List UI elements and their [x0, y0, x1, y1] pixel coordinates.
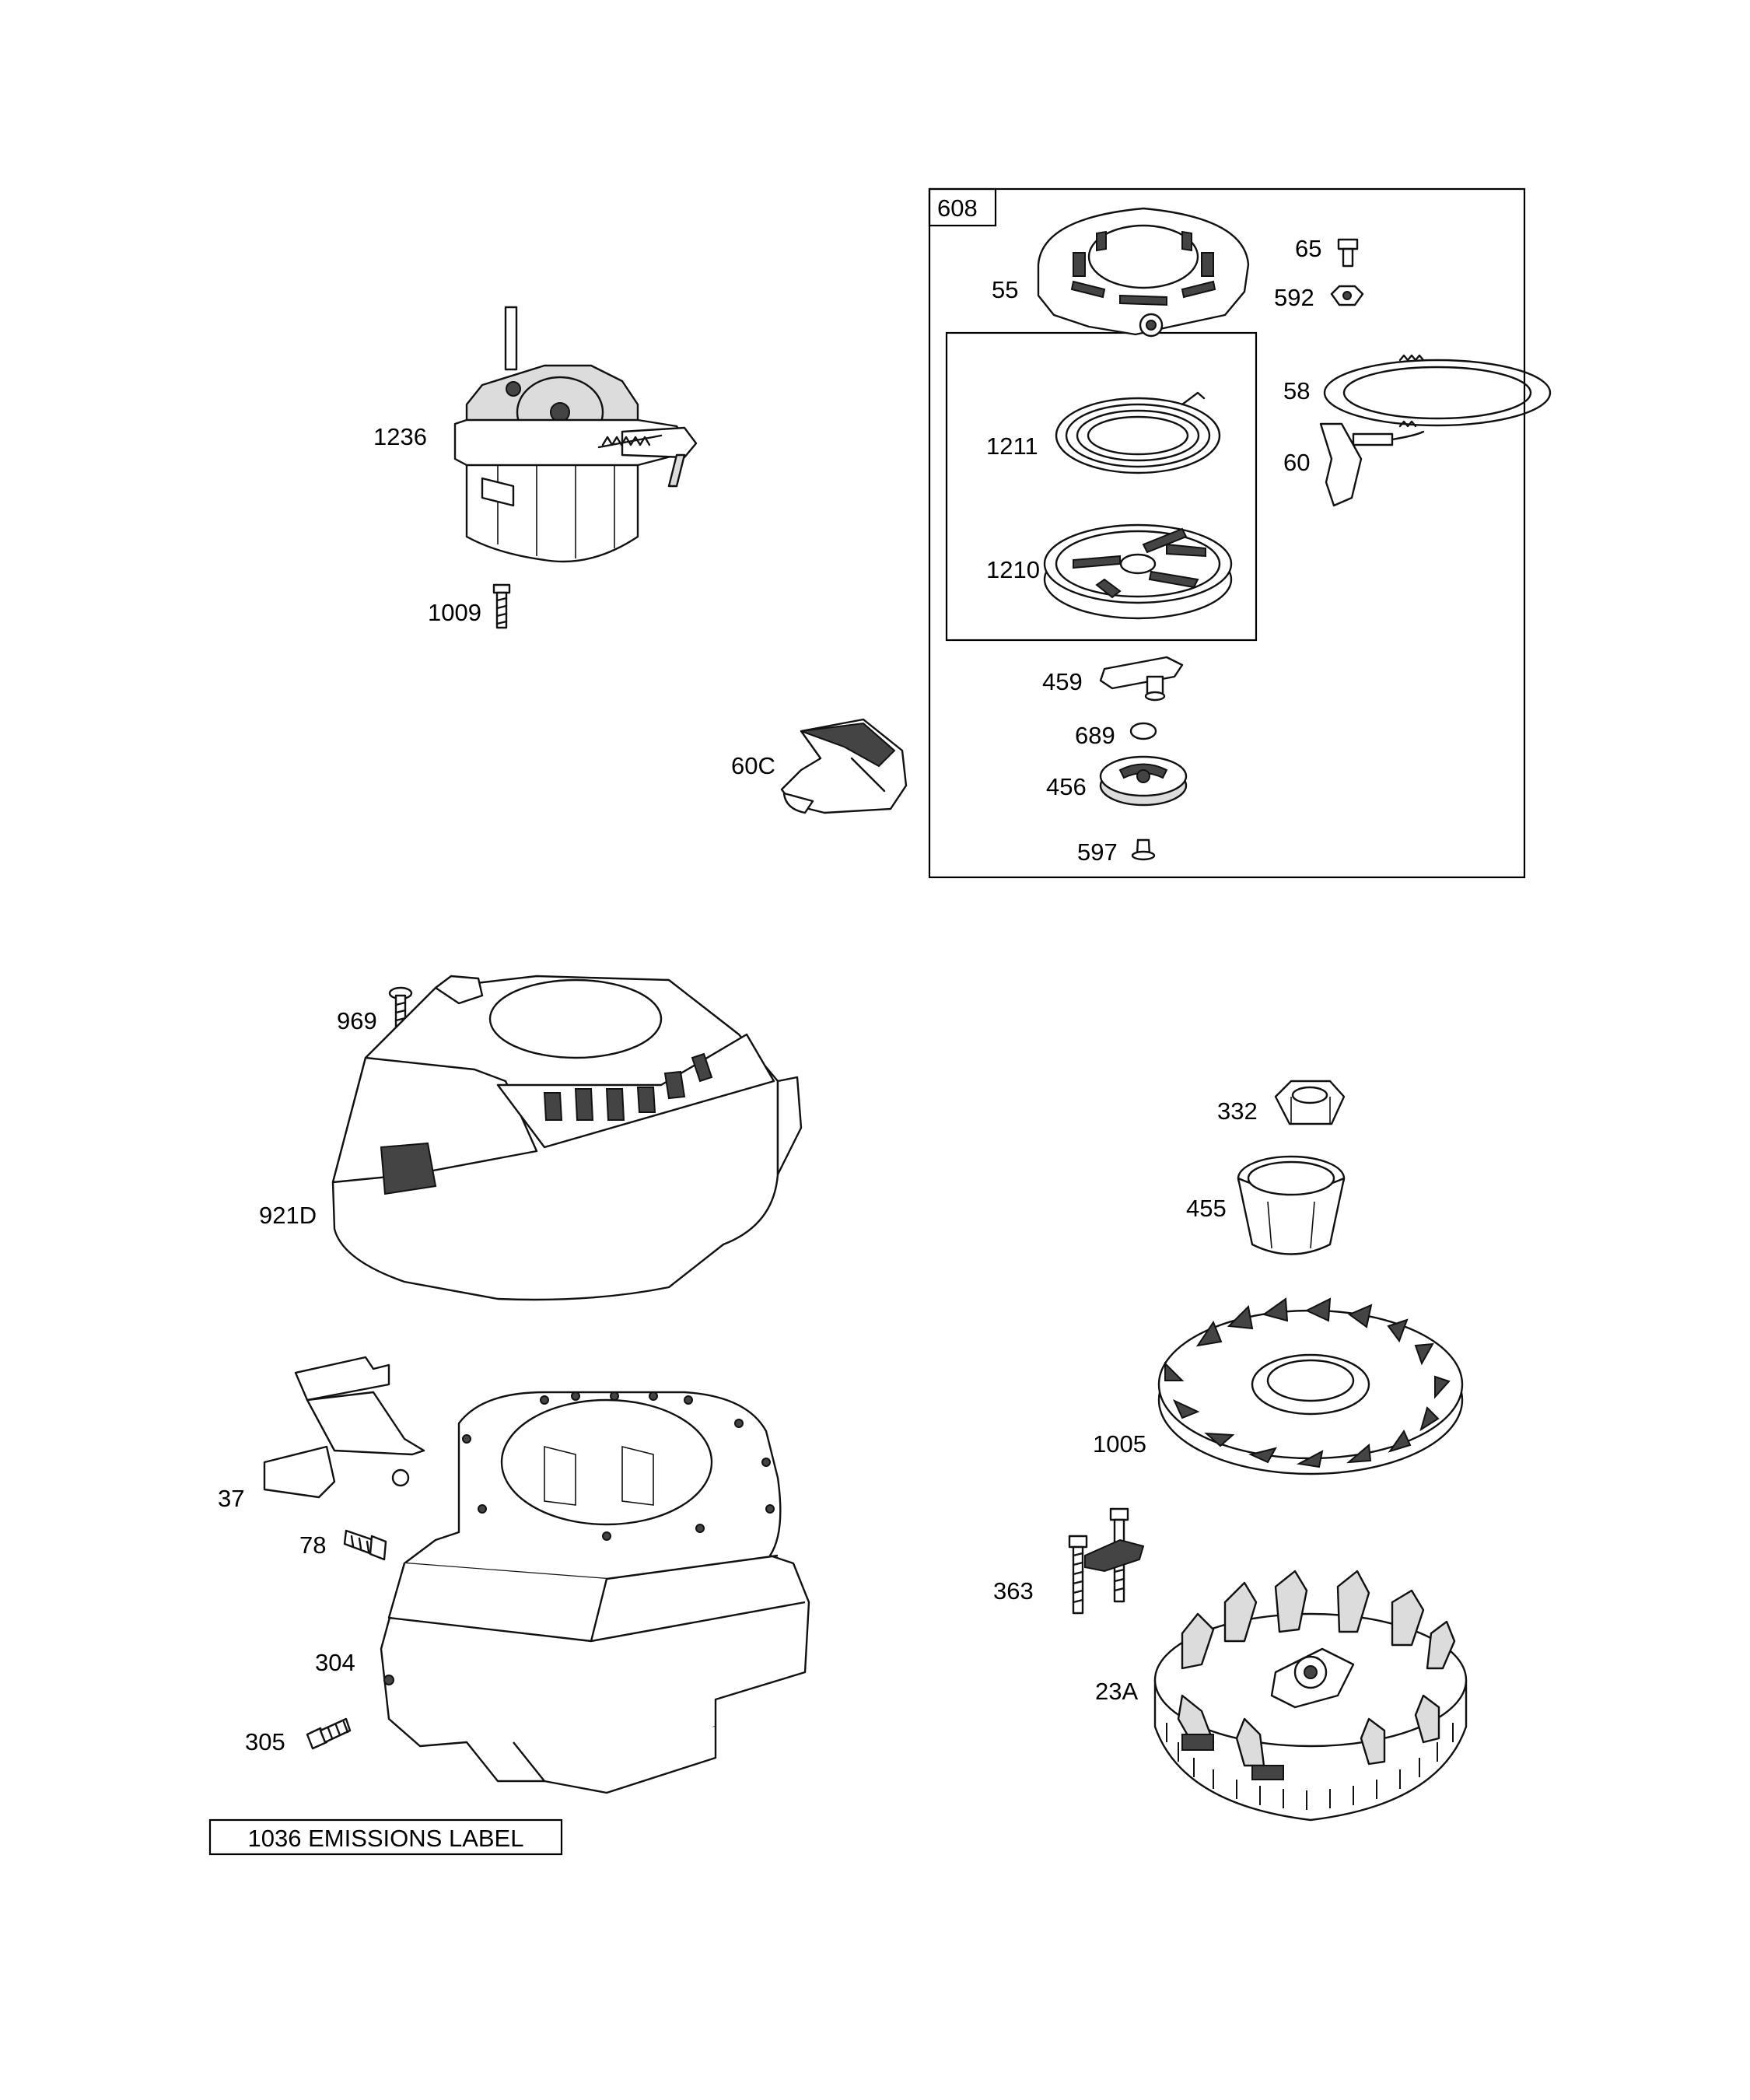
- callout-60c: 60C: [731, 752, 775, 779]
- starter-cup-455: [1237, 1155, 1346, 1255]
- callout-37: 37: [218, 1485, 244, 1512]
- callout-78: 78: [299, 1531, 326, 1559]
- air-baffle-37: [263, 1356, 425, 1499]
- retainer-ring-689: [1129, 722, 1157, 740]
- blower-housing-304: [380, 1391, 810, 1794]
- pulley-1210: [1043, 523, 1233, 620]
- callout-455: 455: [1186, 1195, 1227, 1222]
- starter-motor-1236: [453, 306, 698, 563]
- callout-55: 55: [992, 276, 1018, 303]
- callout-60: 60: [1283, 449, 1310, 476]
- retainer-456: [1099, 755, 1188, 807]
- callout-65: 65: [1295, 235, 1321, 262]
- screw-597: [1131, 838, 1156, 861]
- handle-60: [1319, 422, 1425, 507]
- handle-60c: [780, 718, 908, 814]
- callout-23a: 23A: [1095, 1678, 1138, 1705]
- callout-58: 58: [1283, 377, 1310, 404]
- callout-305: 305: [245, 1728, 285, 1755]
- bolt-1009: [492, 583, 511, 629]
- cooling-fan-1005: [1157, 1297, 1464, 1475]
- callout-459: 459: [1042, 668, 1083, 695]
- nut-592: [1330, 285, 1364, 306]
- assembly-box-608: [928, 187, 1526, 879]
- callout-608: 608: [937, 194, 978, 222]
- callout-304: 304: [315, 1649, 355, 1676]
- callout-332: 332: [1217, 1097, 1258, 1125]
- callout-1236: 1236: [373, 423, 427, 450]
- callout-689: 689: [1075, 722, 1115, 749]
- screw-78: [343, 1529, 387, 1561]
- emissions-label-text: 1036 EMISSIONS LABEL: [248, 1825, 524, 1852]
- callout-597: 597: [1077, 838, 1118, 866]
- callout-box-608: [928, 187, 997, 227]
- starter-dog-459: [1099, 656, 1184, 702]
- callout-456: 456: [1046, 773, 1087, 800]
- rope-58: [1323, 354, 1552, 428]
- armature-bracket-363: [1068, 1507, 1145, 1615]
- callout-592: 592: [1274, 284, 1314, 311]
- emissions-label-box: [208, 1818, 563, 1856]
- callout-969: 969: [337, 1007, 377, 1034]
- callout-1210: 1210: [986, 556, 1040, 583]
- spring-1211: [1055, 391, 1221, 474]
- callout-363: 363: [993, 1577, 1034, 1605]
- callout-1009: 1009: [428, 599, 481, 626]
- bolt-65: [1337, 238, 1359, 268]
- starter-housing-55: [1037, 207, 1250, 338]
- callout-921d: 921D: [259, 1202, 317, 1229]
- callout-1005: 1005: [1093, 1430, 1146, 1458]
- inner-box-pulley-spring: [945, 331, 1258, 642]
- flywheel-nut-332: [1274, 1080, 1346, 1125]
- callout-1211: 1211: [986, 432, 1038, 460]
- blower-cover-921d: [331, 975, 803, 1301]
- flywheel-23a: [1153, 1570, 1468, 1822]
- screw-305: [306, 1717, 352, 1750]
